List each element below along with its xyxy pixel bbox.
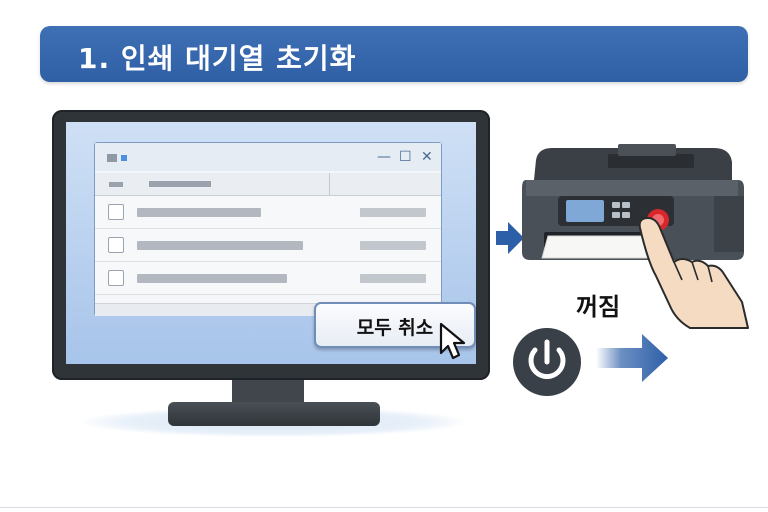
monitor-stand-neck [232,380,304,406]
row-label-placeholder [137,241,303,250]
row-checkbox[interactable] [108,204,124,220]
maximize-button[interactable]: ☐ [399,149,412,165]
cancel-all-button[interactable]: 모두 취소 [314,302,476,348]
bottom-divider [0,507,768,508]
row-checkbox[interactable] [108,237,124,253]
print-queue-window: — ☐ ✕ [94,142,442,316]
row-value-placeholder [360,274,426,283]
column-header [95,173,441,196]
power-icon [513,328,581,396]
off-label: 꺼짐 [576,293,621,321]
table-row[interactable] [95,229,441,262]
column-header-placeholder [109,182,123,187]
mouse-cursor-icon [439,322,466,360]
arrow-right-icon [496,222,524,254]
table-row[interactable] [95,262,441,295]
row-label-placeholder [137,208,261,217]
row-value-placeholder [360,241,426,250]
column-header-placeholder [149,181,211,187]
monitor-stand-base [168,402,380,426]
row-checkbox[interactable] [108,270,124,286]
hand-pointer-icon [638,217,749,329]
window-icon [107,154,117,162]
row-label-placeholder [137,274,287,283]
arrow-right-icon [596,334,668,382]
window-titlebar: — ☐ ✕ [95,143,441,171]
printer-icon [522,144,744,260]
row-value-placeholder [360,208,426,217]
close-button[interactable]: ✕ [421,149,433,165]
minimize-button[interactable]: — [377,149,391,165]
window-icon-accent [121,155,127,161]
column-divider [329,173,330,195]
table-row[interactable] [95,196,441,229]
monitor-screen: — ☐ ✕ [66,122,476,364]
page-title: 1. 인쇄 대기열 초기화 [78,42,357,75]
monitor: — ☐ ✕ [52,110,490,380]
cancel-all-label: 모두 취소 [356,317,434,339]
title-banner: 1. 인쇄 대기열 초기화 [40,26,748,82]
